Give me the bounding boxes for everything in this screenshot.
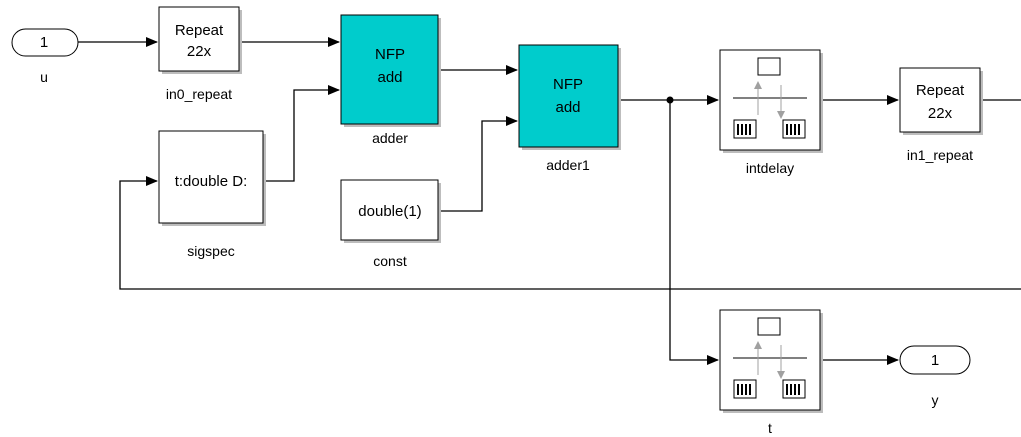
in0-repeat-block[interactable]: Repeat 22x in0_repeat [158,6,242,102]
sigspec-block[interactable]: t:double D: sigspec [158,130,266,259]
outport-y[interactable]: 1 y [899,345,971,408]
outport-y-number: 1 [931,352,939,369]
branch-point [666,96,674,104]
in1-repeat-line1: Repeat [916,82,965,99]
adder-box [340,14,439,125]
sigspec-label: sigspec [187,243,234,259]
adder-line2: add [377,69,402,86]
adder1-block[interactable]: NFP add adder1 [518,44,621,173]
t-label: t [768,420,772,436]
signal-sigspec-to-adder[interactable] [266,85,340,182]
in0-repeat-box [158,6,240,72]
outport-y-shape [899,345,971,375]
integer-delay-icon [733,57,807,139]
in1-repeat-label: in1_repeat [907,147,973,163]
intdelay-box [719,49,821,151]
intdelay-block[interactable]: intdelay [719,49,823,176]
sigspec-text: t:double D: [175,173,248,190]
inport-u-number: 1 [40,34,48,51]
adder-block[interactable]: NFP add adder [340,14,441,146]
const-text: double(1) [358,203,421,220]
t-block[interactable]: t [719,309,823,436]
adder1-label: adder1 [546,157,590,173]
adder1-line2: add [555,99,580,116]
signal-lines [78,37,1021,365]
t-box [719,309,821,411]
inport-u-shape [11,28,79,57]
integer-delay-icon [733,317,807,399]
intdelay-label: intdelay [746,160,794,176]
in1-repeat-line2: 22x [928,105,953,122]
sigspec-box [158,130,264,224]
inport-u[interactable]: 1 u [11,28,79,85]
signal-const-to-adder1[interactable] [441,116,518,212]
const-label: const [373,253,407,269]
in0-repeat-line2: 22x [187,43,212,60]
adder-label: adder [372,130,408,146]
adder1-box [518,44,619,148]
const-box [340,179,439,241]
adder1-line1: NFP [553,76,583,93]
in1-repeat-box [899,67,981,133]
inport-u-label: u [40,69,48,85]
const-block[interactable]: double(1) const [340,179,441,269]
signal-feedback-to-sigspec[interactable] [119,176,1021,290]
outport-y-label: y [932,392,939,408]
in0-repeat-label: in0_repeat [166,86,232,102]
in0-repeat-line1: Repeat [175,22,224,39]
in1-repeat-block[interactable]: Repeat 22x in1_repeat [899,67,983,163]
adder-line1: NFP [375,46,405,63]
signal-branch-to-t[interactable] [669,100,719,365]
